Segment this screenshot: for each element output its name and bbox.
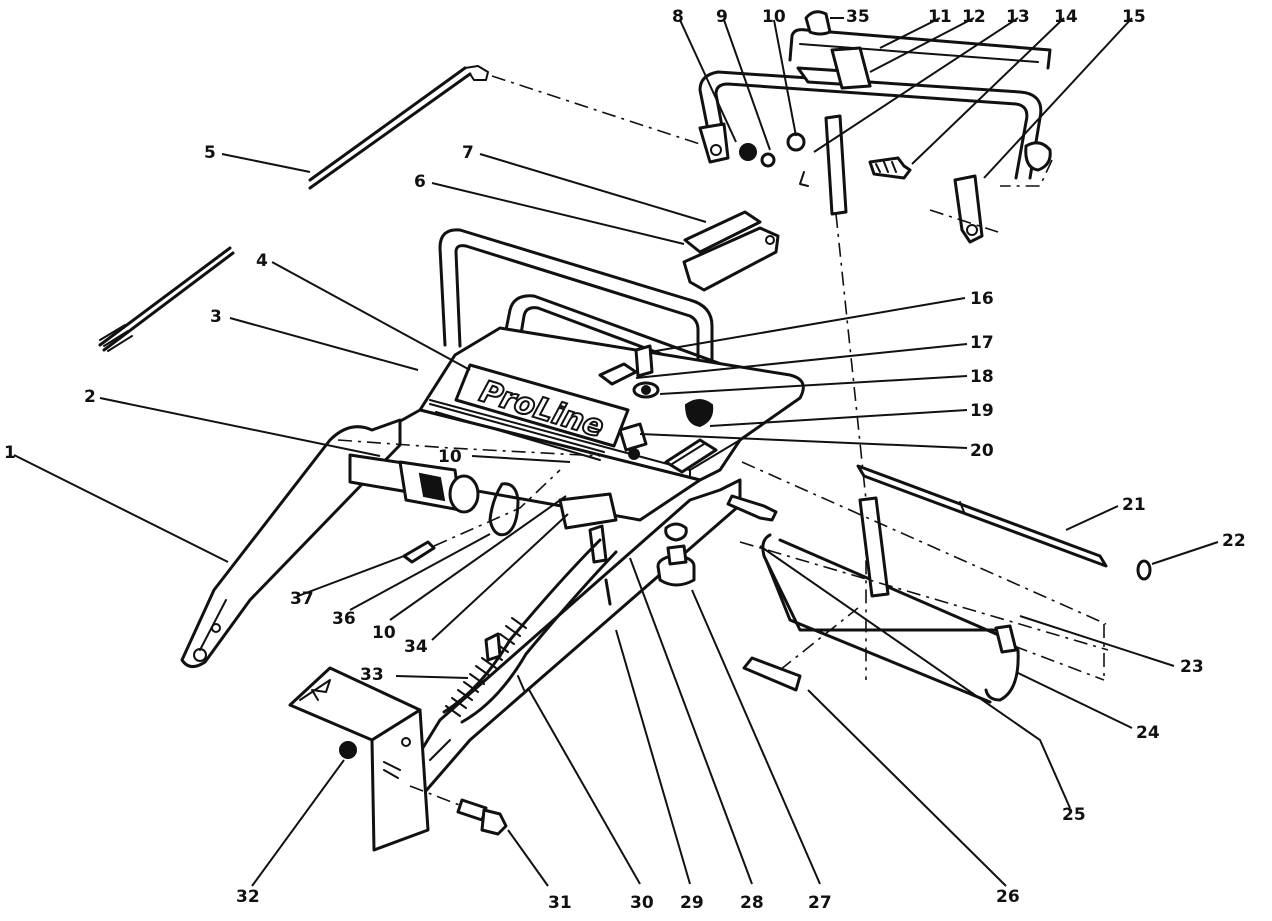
callout-11: 11 [928,7,952,27]
callout-28: 28 [740,893,764,913]
part-37-screw [402,540,436,564]
callout-22: 22 [1222,531,1246,551]
callout-24: 24 [1136,723,1160,743]
part-27-switch [656,522,696,587]
upper-hardware [739,114,912,216]
callout-20: 20 [970,441,994,461]
callout-31: 31 [548,893,572,913]
lower-bail [739,461,1109,704]
callout-10-middle: 10 [438,447,462,467]
callout-12: 12 [962,7,986,27]
callout-19: 19 [970,401,994,421]
callout-30: 30 [630,893,654,913]
part-6-7-bracket [682,210,780,292]
callout-25: 25 [1062,805,1086,825]
callout-34: 34 [404,637,428,657]
callout-8: 8 [672,7,684,27]
callout-36: 36 [332,609,356,629]
callout-17: 17 [970,333,994,353]
callout-4: 4 [256,251,268,271]
part-21-bar [856,464,1152,581]
callout-13: 13 [1006,7,1030,27]
guide-line-26 [779,607,859,671]
callout-10-lower: 10 [372,623,396,643]
callout-1: 1 [4,443,16,463]
upper-bail-handle [698,28,1053,244]
guide-line-37 [433,469,561,547]
callout-14: 14 [1054,7,1078,27]
callout-16: 16 [970,289,994,309]
callout-27: 27 [808,893,832,913]
callout-labels: 1 2 3 4 5 6 7 8 9 10 11 12 13 14 15 16 1… [4,7,1246,913]
callout-15: 15 [1122,7,1146,27]
part-36-clamp [488,482,520,537]
throttle-controls [598,344,718,474]
callout-29: 29 [680,893,704,913]
callout-2: 2 [84,387,96,407]
callout-9: 9 [716,7,728,27]
callout-3: 3 [210,307,222,327]
threaded-rod [98,246,235,352]
part-32-plate [288,666,430,852]
callout-18: 18 [970,367,994,387]
callout-33: 33 [360,665,384,685]
control-cable [442,492,618,724]
part-31-bolt [409,785,508,836]
callout-21: 21 [1122,495,1146,515]
callout-7: 7 [462,143,474,163]
main-handle-frame [180,228,805,802]
part-26-grip [742,656,802,692]
callout-35: 35 [846,7,870,27]
part-35-knob [804,10,832,36]
callout-37: 37 [290,589,314,609]
part-2-tube [337,439,601,514]
callout-5: 5 [204,143,216,163]
callout-26: 26 [996,887,1020,907]
part-5-rod [308,65,713,190]
callout-10: 10 [762,7,786,27]
part-23-bolt [726,494,778,522]
callout-6: 6 [414,172,426,192]
leader-lines [13,17,1219,887]
callout-23: 23 [1180,657,1204,677]
callout-32: 32 [236,887,260,907]
